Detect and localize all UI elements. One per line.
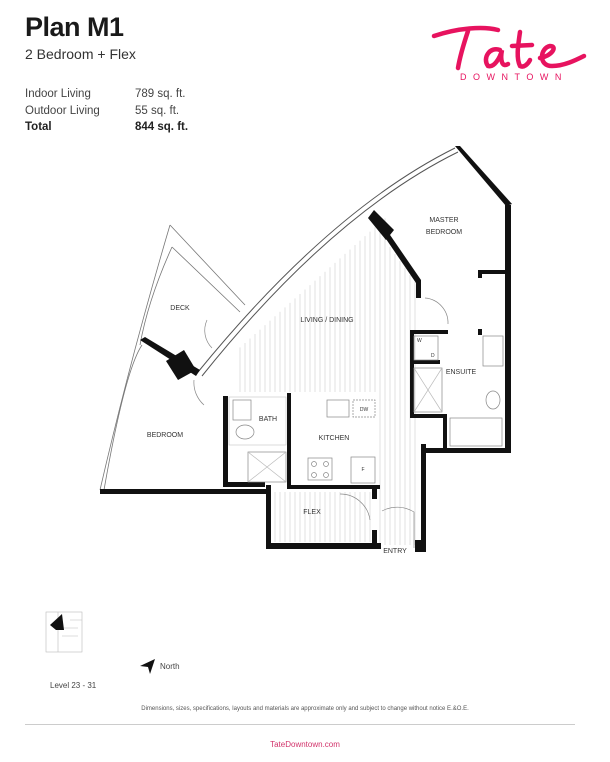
room-label-master-2: BEDROOM (426, 229, 462, 236)
area-label: Indoor Living (25, 88, 91, 100)
area-row-outdoor: Outdoor Living 55 sq. ft. (25, 105, 179, 117)
washer-label: W (417, 338, 422, 344)
dishwasher-label: DW (360, 407, 369, 413)
website-link[interactable]: TateDowntown.com (270, 740, 340, 749)
area-value: 844 sq. ft. (135, 121, 189, 133)
area-label: Outdoor Living (25, 105, 100, 117)
plan-subtitle: 2 Bedroom + Flex (25, 46, 136, 62)
tate-logo (431, 25, 587, 71)
logo-subtitle: DOWNTOWN (460, 72, 568, 82)
window-wall (197, 147, 459, 377)
area-label: Total (25, 121, 52, 133)
room-label-living: LIVING / DINING (300, 317, 353, 324)
area-value: 55 sq. ft. (135, 105, 180, 117)
room-label-ensuite: ENSUITE (446, 369, 477, 376)
north-arrow-icon (140, 659, 155, 674)
room-label-kitchen: KITCHEN (319, 435, 350, 442)
room-label-flex: FLEX (303, 509, 321, 516)
room-label-bath: BATH (259, 416, 277, 423)
room-label-bedroom: BEDROOM (147, 432, 183, 439)
fridge-label: F (361, 467, 364, 473)
footer-divider (25, 724, 575, 725)
room-label-entry: ENTRY (383, 548, 407, 555)
area-row-total: Total 844 sq. ft. (25, 121, 188, 133)
level-label: Level 23 - 31 (50, 681, 97, 690)
walls (100, 146, 512, 552)
area-value: 789 sq. ft. (135, 88, 186, 100)
key-plan (45, 611, 83, 653)
dryer-label: D (431, 353, 435, 359)
deck-outline (99, 224, 246, 491)
north-label: North (160, 662, 180, 671)
room-label-master: MASTER (429, 217, 458, 224)
room-label-deck: DECK (170, 305, 190, 312)
fixtures (193, 297, 504, 548)
area-row-indoor: Indoor Living 789 sq. ft. (25, 88, 186, 100)
plan-title: Plan M1 (25, 12, 124, 42)
disclaimer: Dimensions, sizes, specifications, layou… (141, 706, 469, 712)
